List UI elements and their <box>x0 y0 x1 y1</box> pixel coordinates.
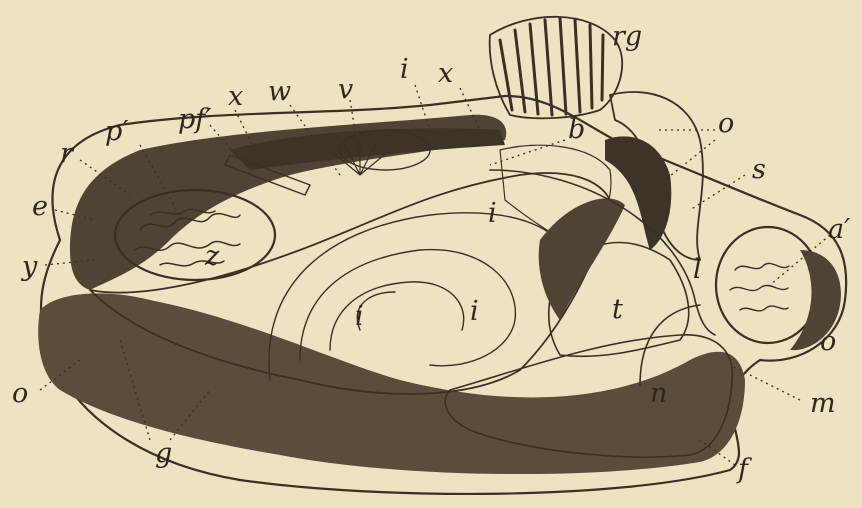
gill-comb <box>490 17 623 118</box>
label-pf: pf′ <box>178 104 211 135</box>
label-m: m <box>810 388 836 419</box>
label-g: g <box>155 438 172 469</box>
label-y: y <box>21 251 38 282</box>
label-z: z <box>204 241 220 272</box>
label-b: b <box>568 114 585 145</box>
label-v: v <box>338 74 353 105</box>
label-p: p′ <box>105 116 128 147</box>
label-e: e <box>32 191 48 222</box>
body-line-1 <box>300 250 515 366</box>
label-rg: rg <box>612 21 642 52</box>
foot <box>38 293 745 474</box>
body-line-2 <box>330 282 464 350</box>
label-o-left: o <box>12 378 28 409</box>
right-ganglion-convolutions <box>730 263 789 310</box>
label-r: r <box>60 138 75 169</box>
label-i-top: i <box>400 54 409 85</box>
label-i-mid: i <box>488 198 497 229</box>
label-s: s <box>752 154 766 185</box>
label-x-left: x <box>228 81 243 112</box>
label-i-low1: i <box>355 301 364 332</box>
label-t: t <box>612 294 623 325</box>
label-f: f <box>736 454 752 485</box>
label-x-top: x <box>438 58 453 89</box>
label-w: w <box>268 76 291 107</box>
label-l: l <box>693 254 702 285</box>
label-o-top: o <box>718 108 734 139</box>
label-i-low2: i <box>470 296 479 327</box>
label-n: n <box>650 378 667 409</box>
label-a: a′ <box>828 214 850 245</box>
label-o-right: o <box>820 326 836 357</box>
dark-tube-band <box>605 136 671 250</box>
